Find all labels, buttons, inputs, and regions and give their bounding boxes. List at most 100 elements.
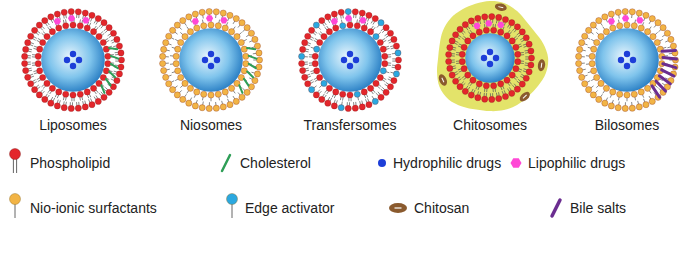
vesicle — [576, 8, 679, 111]
lipid-tail — [451, 59, 454, 60]
lipid-tail — [463, 30, 465, 32]
lipid-tail — [31, 43, 34, 44]
lipid-tail — [340, 15, 342, 18]
lipid-tail — [341, 102, 343, 105]
lipid-tail — [642, 95, 643, 98]
lipid-head — [49, 29, 55, 35]
lipid-tail — [89, 99, 90, 102]
lipid-head — [589, 61, 595, 67]
lipid-tail — [472, 89, 474, 92]
lipid-tail — [356, 19, 358, 22]
lipid-head — [89, 102, 95, 108]
lipid-tail — [57, 95, 58, 98]
hydrophilic-drug — [76, 57, 82, 63]
lipid-tail — [314, 78, 317, 80]
lipid-tail — [175, 79, 178, 81]
lipid-head — [447, 44, 453, 50]
lipid-tail — [378, 32, 381, 34]
lipid-tail — [510, 82, 512, 85]
lipid-head — [118, 50, 124, 56]
lipid-head — [387, 84, 393, 90]
lipid-tail — [70, 102, 71, 105]
lipid-tail — [512, 85, 514, 88]
lipid-head — [366, 102, 372, 108]
lipid-head — [470, 77, 476, 83]
lipid-tail — [392, 65, 395, 67]
lipid-tail — [461, 82, 463, 84]
lipid-tail — [40, 28, 42, 30]
lipid-head — [345, 8, 351, 14]
lipid-tail — [459, 79, 462, 81]
lipid-tail — [38, 80, 41, 82]
lipid-tail — [459, 71, 462, 72]
lipid-head — [254, 71, 260, 77]
lipid-head — [387, 30, 393, 36]
lipid-head — [314, 68, 320, 74]
lipid-head — [160, 53, 166, 59]
lipid-tail — [31, 76, 34, 77]
lipid-tail — [631, 15, 632, 18]
lipid-head — [590, 92, 596, 98]
lipid-head — [589, 53, 595, 59]
lipid-tail — [244, 39, 247, 41]
lipid-head — [459, 51, 465, 57]
lipid-tail — [196, 100, 197, 103]
lipid-head — [326, 85, 332, 91]
lipid-head — [391, 77, 397, 83]
lipid-tail — [517, 33, 520, 35]
lipid-head — [166, 33, 172, 39]
lipid-head — [624, 92, 630, 98]
lipid-tail — [309, 65, 312, 66]
lipid-tail — [383, 78, 386, 80]
lipid-tail — [180, 85, 183, 87]
lipid-tail — [50, 91, 52, 94]
lipid-tail — [327, 26, 329, 29]
lipophilic-drug — [331, 18, 338, 24]
lipid-tail — [46, 94, 48, 97]
cholesterol-stick — [109, 48, 117, 49]
lipid-head — [377, 74, 383, 80]
lipid-head — [42, 17, 48, 23]
lipid-tail — [96, 22, 98, 25]
lipid-tail — [663, 47, 666, 48]
lipid-tail — [313, 33, 316, 35]
lipid-tail — [587, 81, 590, 83]
lipophilic-drug — [359, 17, 366, 23]
lipid-head — [309, 87, 315, 93]
lipid-tail — [468, 31, 470, 34]
lipid-tail — [310, 80, 313, 82]
chitosan-body — [518, 90, 532, 103]
hydrophilic-drug — [493, 55, 499, 61]
lipid-head — [110, 84, 116, 90]
lipid-head — [610, 25, 616, 31]
lipid-head — [383, 25, 389, 31]
lipid-tail — [618, 97, 620, 100]
lipid-head — [25, 74, 31, 80]
lipid-tail — [215, 102, 216, 105]
cholesterol-stick — [109, 72, 115, 78]
lipid-head — [180, 96, 186, 102]
lipid-tail — [453, 67, 456, 69]
lipid-head — [252, 36, 258, 42]
lipid-head — [380, 68, 386, 74]
vesicle-label: Liposomes — [8, 116, 138, 134]
lipid-tail — [32, 62, 35, 63]
lipid-tail — [29, 48, 32, 50]
bile-salt-stick — [659, 76, 670, 84]
lipid-tail — [111, 79, 114, 80]
lipid-head — [319, 17, 325, 23]
lipid-tail — [317, 90, 319, 92]
lipid-tail — [194, 95, 195, 98]
lipid-tail — [96, 90, 98, 93]
lipid-head — [56, 89, 62, 95]
lipid-head — [446, 51, 452, 57]
lipid-tail — [179, 27, 181, 29]
aqueous-core — [318, 28, 382, 92]
cholesterol-stick — [106, 79, 111, 86]
lipid-head — [63, 23, 69, 29]
lipid-head — [103, 46, 109, 52]
lipid-tail — [307, 45, 310, 46]
lipid-head — [670, 43, 676, 49]
lipid-tail — [486, 93, 487, 96]
lipid-head — [393, 43, 399, 49]
